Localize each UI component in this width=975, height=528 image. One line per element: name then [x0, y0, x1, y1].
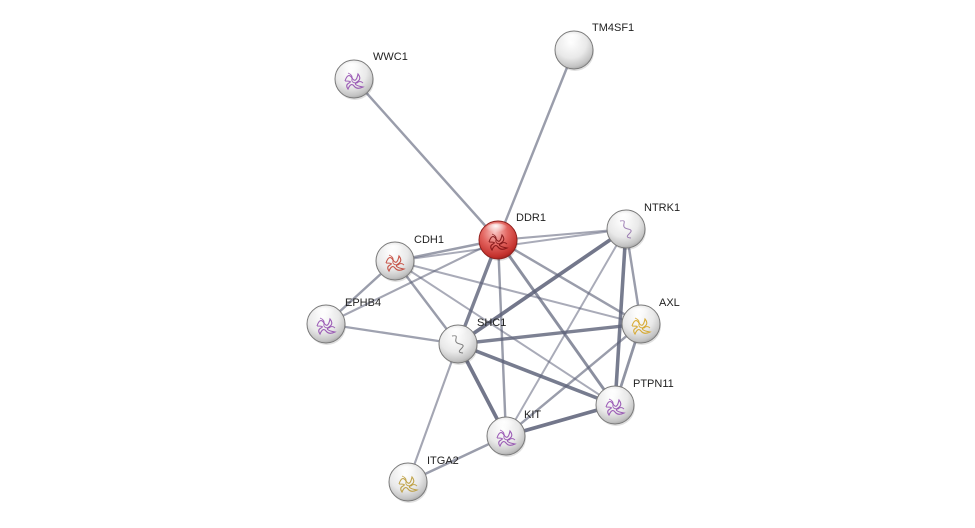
node-label: EPHB4: [345, 297, 381, 309]
edge-ddr1-ntrk1[interactable]: [496, 227, 628, 242]
node-label: NTRK1: [644, 202, 680, 214]
node-label: SHC1: [477, 317, 506, 329]
node-gloss: [561, 33, 585, 47]
edge-shc1-axl[interactable]: [456, 322, 643, 346]
node-gloss: [395, 465, 419, 479]
node-gloss: [313, 307, 337, 321]
node-tm4sf1[interactable]: TM4SF1: [554, 22, 634, 71]
edge-cdh1-ptpn11[interactable]: [394, 260, 616, 406]
node-label: ITGA2: [427, 455, 459, 467]
node-gloss: [613, 212, 637, 226]
node-kit[interactable]: KIT: [486, 409, 541, 457]
node-ntrk1[interactable]: NTRK1: [606, 202, 680, 250]
edge-ephb4-shc1[interactable]: [324, 322, 460, 346]
edges-layer: [324, 48, 643, 484]
node-axl[interactable]: AXL: [621, 297, 680, 345]
edge-ddr1-wwc1[interactable]: [352, 77, 500, 242]
node-label: TM4SF1: [592, 22, 634, 34]
node-itga2[interactable]: ITGA2: [388, 455, 459, 503]
node-gloss: [382, 244, 406, 258]
node-gloss: [493, 419, 517, 433]
node-wwc1[interactable]: WWC1: [334, 51, 408, 100]
edge-shc1-ptpn11[interactable]: [456, 342, 617, 407]
node-label: AXL: [659, 297, 680, 309]
node-ddr1[interactable]: DDR1: [478, 212, 546, 261]
node-label: CDH1: [414, 234, 444, 246]
node-gloss: [445, 327, 469, 341]
node-ptpn11[interactable]: PTPN11: [595, 378, 674, 426]
node-gloss: [485, 223, 509, 237]
edge-ddr1-axl[interactable]: [496, 238, 643, 326]
edge-ddr1-ptpn11[interactable]: [496, 238, 617, 407]
node-label: PTPN11: [633, 378, 674, 390]
node-ephb4[interactable]: EPHB4: [306, 297, 381, 345]
node-gloss: [628, 307, 652, 321]
edge-axl-kit[interactable]: [504, 322, 643, 438]
node-gloss: [341, 62, 365, 76]
node-shc1[interactable]: SHC1: [438, 317, 506, 365]
edge-ntrk1-shc1[interactable]: [456, 227, 628, 346]
node-cdh1[interactable]: CDH1: [375, 234, 444, 282]
edge-ddr1-tm4sf1[interactable]: [496, 48, 576, 242]
node-label: DDR1: [516, 212, 546, 224]
node-label: WWC1: [373, 51, 408, 63]
edge-shc1-itga2[interactable]: [406, 342, 460, 484]
node-gloss: [602, 388, 626, 402]
node-label: KIT: [524, 409, 541, 421]
edge-cdh1-axl[interactable]: [394, 260, 642, 325]
edge-ntrk1-ptpn11[interactable]: [613, 227, 628, 407]
